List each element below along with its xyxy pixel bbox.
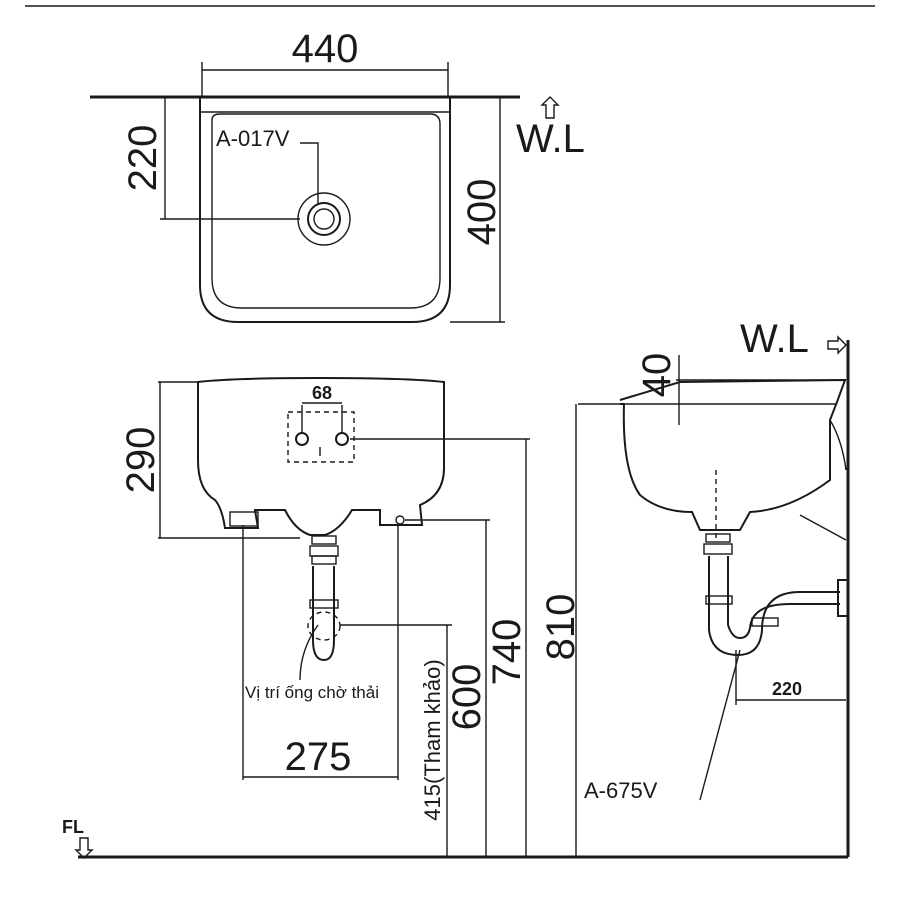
waste-note-leader — [299, 624, 319, 681]
rim-offset-dim-label: 40 — [635, 353, 679, 398]
bracket-hole-right — [335, 432, 349, 446]
drain-leader-line — [300, 142, 319, 205]
basin-support-edge — [799, 514, 847, 541]
bracket-hole-left — [295, 432, 309, 446]
side-trap — [703, 533, 849, 657]
mount-height-dim-label: 740 — [485, 619, 529, 686]
height-dim-label: 290 — [119, 427, 163, 494]
side-view: W.L 40 810 220 — [539, 317, 850, 857]
rim-height-dim-label: 810 — [539, 594, 583, 661]
bracket-spacing-label: 68 — [312, 383, 332, 403]
basin-inner-bowl — [211, 113, 441, 309]
drain-offset-dim-label: 220 — [121, 125, 165, 192]
front-view: 68 290 275 Vị trí ống chờ thải — [119, 376, 530, 857]
trap-model-label: A-675V — [584, 778, 658, 803]
trap-offset-dim-label: 275 — [285, 735, 352, 779]
floor: FL — [62, 817, 848, 859]
mount-bolt-left — [229, 511, 259, 527]
wl-arrow-icon — [540, 96, 560, 119]
drain-model-label: A-017V — [216, 126, 290, 151]
basin-front-outline — [197, 376, 445, 536]
wl-arrow-icon — [827, 335, 847, 355]
width-dim-label: 440 — [292, 27, 359, 71]
floor-label: FL — [62, 817, 84, 837]
basin-side-outline — [619, 378, 847, 531]
waste-height-dim-label: 415(Tham khảo) — [420, 659, 445, 820]
front-trap — [307, 535, 341, 662]
depth-dim-label: 400 — [460, 179, 504, 246]
basin-back-edge — [829, 419, 847, 471]
trap-leader-line — [699, 649, 741, 801]
top-wl-label: W.L — [516, 117, 585, 161]
side-wl-label: W.L — [740, 317, 809, 361]
bracket-area — [287, 411, 355, 463]
waste-note-label: Vị trí ống chờ thải — [245, 683, 379, 702]
basin-outline — [199, 97, 451, 323]
drain-height-dim-label: 600 — [445, 664, 489, 731]
drain-hole — [297, 192, 351, 246]
wall-offset-dim-label: 220 — [772, 679, 802, 699]
mount-bolt-right — [395, 515, 405, 525]
floor-arrow-icon — [74, 837, 94, 859]
top-view: A-017V 440 220 400 W.L — [90, 27, 585, 323]
